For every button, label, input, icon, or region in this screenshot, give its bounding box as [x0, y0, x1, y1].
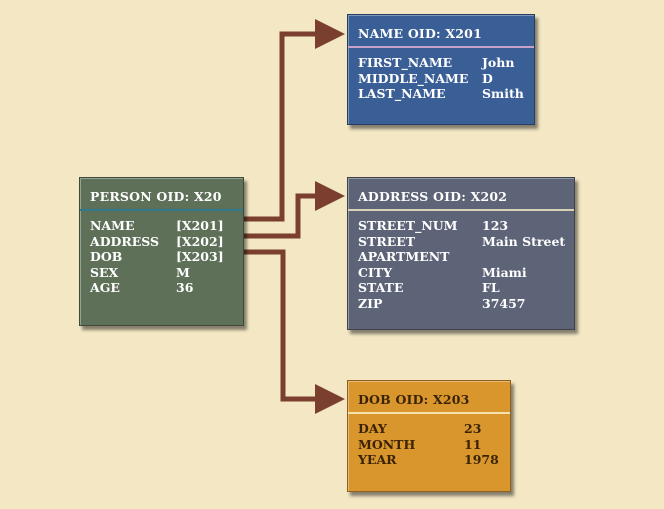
attribute-key: CITY: [358, 264, 393, 280]
attribute-key: LAST_NAME: [358, 86, 446, 101]
attribute-key: DAY: [358, 421, 387, 436]
connector-name-arrow: [243, 19, 345, 222]
address-attribute-list: STREET_NUM 123 STREET Main Street APARTM…: [348, 211, 574, 311]
person-attribute-list: NAME [X201] ADDRESS [X202] DOB [X203] SE…: [80, 211, 243, 296]
person-box-title: PERSON OID: X20: [90, 189, 222, 204]
attribute-value: Smith: [482, 86, 524, 101]
dob-box-title: DOB OID: X203: [358, 392, 470, 407]
attribute-key: STREET_NUM: [358, 218, 458, 233]
name-row-middle-name: MIDDLE_NAME D: [358, 71, 524, 87]
attribute-value: 37457: [482, 295, 526, 311]
connector-address-arrow: [243, 181, 345, 239]
address-row-zip: ZIP 37457: [358, 296, 564, 312]
attribute-value: M: [176, 264, 190, 280]
name-attribute-list: FIRST_NAME John MIDDLE_NAME D LAST_NAME …: [348, 48, 534, 102]
attribute-key: ADDRESS: [90, 233, 160, 249]
person-object-box: PERSON OID: X20 NAME [X201] ADDRESS [X20…: [79, 177, 244, 326]
attribute-value: 36: [176, 280, 194, 295]
attribute-value: John: [482, 55, 515, 70]
attribute-value: 23: [464, 421, 482, 436]
attribute-key: STREET: [358, 233, 416, 249]
name-row-first-name: FIRST_NAME John: [358, 55, 524, 71]
name-row-last-name: LAST_NAME Smith: [358, 86, 524, 102]
dob-title-divider: [348, 412, 510, 414]
attribute-key: DOB: [90, 249, 123, 264]
attribute-key: STATE: [358, 280, 404, 295]
attribute-value: Main Street: [482, 233, 566, 249]
attribute-value: [X201]: [176, 218, 224, 233]
dob-row-month: MONTH 11: [358, 437, 500, 453]
address-box-title: ADDRESS OID: X202: [358, 189, 508, 204]
name-title-divider: [348, 46, 534, 48]
attribute-value: Miami: [482, 264, 527, 280]
attribute-key: AGE: [90, 280, 120, 295]
attribute-key: SEX: [90, 264, 119, 280]
address-row-street-num: STREET_NUM 123: [358, 218, 564, 234]
address-title-divider: [348, 209, 574, 211]
dob-object-box: DOB OID: X203 DAY 23 MONTH 11 YEAR 1978: [347, 380, 511, 492]
person-row-address: ADDRESS [X202]: [90, 234, 233, 250]
address-row-state: STATE FL: [358, 280, 564, 296]
attribute-value: [X203]: [176, 249, 224, 264]
dob-attribute-list: DAY 23 MONTH 11 YEAR 1978: [348, 414, 510, 468]
connector-dob-arrow: [243, 249, 345, 414]
address-row-city: CITY Miami: [358, 265, 564, 281]
attribute-value: 1978: [464, 452, 499, 467]
person-title-divider: [80, 209, 243, 211]
address-row-apartment: APARTMENT: [358, 249, 564, 265]
attribute-key: MIDDLE_NAME: [358, 70, 469, 86]
attribute-key: FIRST_NAME: [358, 55, 453, 70]
name-box-title: NAME OID: X201: [358, 26, 482, 41]
attribute-key: YEAR: [358, 452, 397, 467]
attribute-value: [X202]: [176, 233, 224, 249]
attribute-value: 123: [482, 218, 509, 233]
attribute-key: MONTH: [358, 436, 416, 452]
attribute-value: D: [482, 70, 493, 86]
name-object-box: NAME OID: X201 FIRST_NAME John MIDDLE_NA…: [347, 14, 535, 125]
person-row-sex: SEX M: [90, 265, 233, 281]
attribute-key: NAME: [90, 218, 135, 233]
dob-row-year: YEAR 1978: [358, 452, 500, 468]
attribute-key: APARTMENT: [358, 249, 450, 264]
attribute-value: FL: [482, 280, 500, 295]
dob-row-day: DAY 23: [358, 421, 500, 437]
person-row-name: NAME [X201]: [90, 218, 233, 234]
address-object-box: ADDRESS OID: X202 STREET_NUM 123 STREET …: [347, 177, 575, 330]
attribute-key: ZIP: [358, 295, 383, 311]
attribute-value: 11: [464, 436, 482, 452]
address-row-street: STREET Main Street: [358, 233, 566, 250]
person-row-age: AGE 36: [90, 280, 233, 296]
person-row-dob: DOB [X203]: [90, 249, 233, 265]
